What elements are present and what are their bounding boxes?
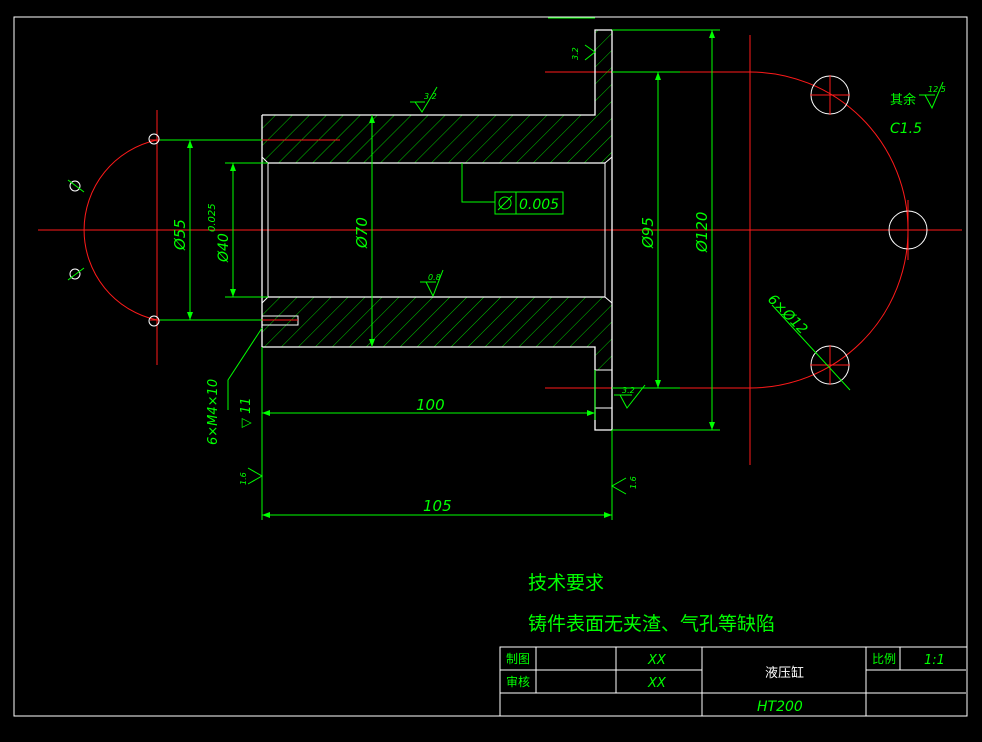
runout-value: 0.005: [519, 197, 559, 213]
finish-bore: 0.8: [428, 273, 441, 282]
holes-leader: [771, 304, 851, 391]
tb-material: HT200: [757, 699, 803, 715]
surface-marks: [247, 44, 944, 495]
holes-label: 6×Ø12: [764, 292, 810, 338]
left-pcd-arc: [83, 139, 158, 321]
dim-len105-label: 105: [423, 497, 452, 515]
dim-d120-label: Ø120: [693, 212, 711, 253]
tech-req-line1: 铸件表面无夹渣、气孔等缺陷: [528, 613, 775, 635]
dim-len100: [261, 347, 596, 520]
dim-d70-label: Ø70: [353, 217, 371, 249]
finish-right-face: 1.6: [629, 476, 638, 489]
dim-d95-label: Ø95: [639, 217, 657, 249]
thread-leader: [227, 327, 263, 410]
tb-drawn-label: 制图: [506, 652, 530, 666]
runout-leader: [461, 163, 495, 203]
tb-check-value: XX: [647, 676, 667, 691]
dim-d120: [612, 29, 720, 431]
drawing-frame: [13, 16, 968, 717]
part-outline: [261, 29, 613, 431]
dim-d95: [612, 71, 680, 389]
dim-d55: [160, 139, 262, 321]
flange-top-hatch: [595, 30, 612, 115]
dim-d40-label: Ø40: [216, 233, 232, 263]
tb-scale-value: 1:1: [924, 653, 945, 668]
tb-part-name: 液压缸: [765, 665, 804, 681]
dim-d40: [225, 162, 268, 298]
top-wall-hatch: [262, 115, 612, 163]
finish-top-body: 3.2: [424, 92, 437, 101]
finish-bottom-flange: 3.2: [622, 386, 635, 395]
thread-label: 6×M4×10: [206, 379, 221, 445]
flange-bottom-hatch: [595, 347, 612, 370]
chamfer-label: C1.5: [890, 121, 922, 137]
left-small-holes: [67, 133, 160, 327]
runout-tolerance-frame: [494, 191, 564, 215]
right-bolt-holes: [810, 75, 928, 385]
thread-depth-label: ▽ 11: [239, 397, 254, 428]
tech-req-heading: 技术要求: [528, 572, 604, 594]
dim-d55-label: Ø55: [171, 219, 189, 251]
dim-len105: [262, 430, 613, 520]
finish-rest-value: 12.5: [928, 85, 946, 94]
finish-left-face: 1.6: [239, 472, 248, 485]
tb-drawn-value: XX: [647, 653, 667, 668]
finish-top-flange: 3.2: [571, 47, 580, 60]
tb-check-label: 审核: [506, 674, 530, 689]
finish-rest-label: 其余: [890, 92, 916, 108]
title-block: [499, 646, 968, 717]
tb-scale-label: 比例: [872, 652, 896, 666]
bottom-wall-hatch: [262, 297, 612, 347]
dim-len100-label: 100: [416, 396, 445, 414]
dim-d40-tolerance: 0.025: [207, 203, 218, 232]
